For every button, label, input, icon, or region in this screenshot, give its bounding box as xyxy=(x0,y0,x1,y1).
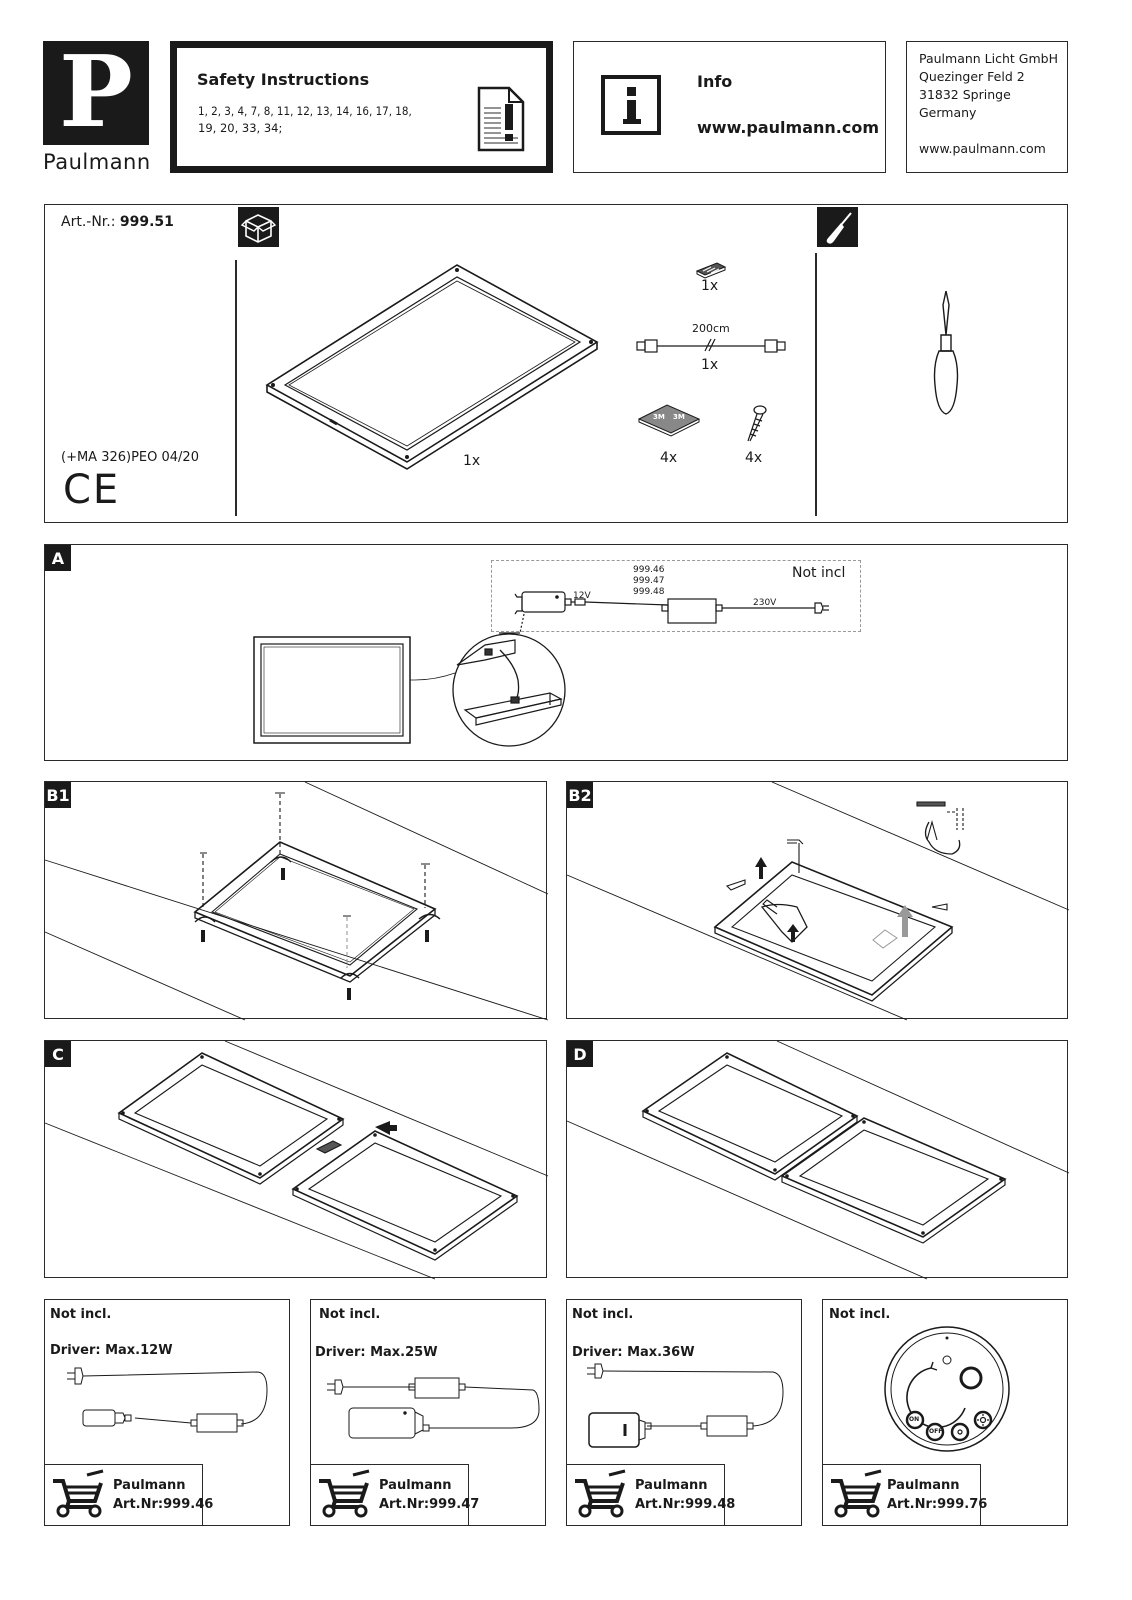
voltage-230v: 230V xyxy=(753,598,777,608)
accessory-brand: Paulmann xyxy=(887,1478,960,1493)
article-code: (+MA 326)PEO 04/20 xyxy=(61,450,199,465)
step-b2-panel: B2 xyxy=(566,781,1070,1021)
article-label: Art.-Nr.: xyxy=(61,214,120,230)
screwdriver-icon xyxy=(817,207,858,247)
step-d-panel: D xyxy=(566,1040,1070,1280)
accessory-art-nr: Art.Nr:999.46 xyxy=(113,1497,214,1512)
package-box-icon xyxy=(238,207,279,247)
shopping-cart-icon xyxy=(53,1469,104,1518)
connect-panels-diagram xyxy=(44,1040,549,1280)
remote-off-button: OFF xyxy=(929,1428,943,1435)
address-country: Germany xyxy=(919,105,977,120)
info-title: Info xyxy=(697,72,733,91)
connector-qty: 1x xyxy=(701,278,719,294)
driver-36w-diagram xyxy=(587,1363,784,1448)
driver-12w-diagram xyxy=(67,1367,268,1433)
accessory-driver-spec: Driver: Max.25W xyxy=(315,1345,438,1360)
package-contents-box: Art.-Nr.: 999.51 (+MA 326)PEO 04/20 CE xyxy=(44,204,1068,523)
cable-length: 200cm xyxy=(692,322,730,335)
step-d-label: D xyxy=(567,1041,593,1067)
shopping-cart-icon xyxy=(575,1469,626,1518)
warning-document-icon xyxy=(477,86,525,152)
step-a-panel: A Not incl 999.46 999.47 999.48 12V 230V xyxy=(44,544,1068,761)
accessory-not-incl: Not incl. xyxy=(572,1307,634,1322)
ce-mark: CE xyxy=(63,467,121,513)
accessory-driver-36w: Not incl. Driver: Max.36W Paulmann Art.N… xyxy=(566,1299,802,1526)
screw-mounting-diagram xyxy=(44,781,549,1021)
step-c-panel: C xyxy=(44,1040,549,1280)
model-999-47: 999.47 xyxy=(633,576,665,586)
panel-qty: 1x xyxy=(463,453,481,469)
remote-on-button: ON xyxy=(909,1416,920,1423)
accessory-driver-12w: Not incl. Driver: Max.12W Paulmann Art.N… xyxy=(44,1299,290,1526)
shopping-cart-icon xyxy=(319,1469,370,1518)
panels-connected-diagram xyxy=(566,1040,1070,1280)
accessory-remote: Not incl. ON OFF Paulmann Art.Nr:999.76 xyxy=(822,1299,1068,1526)
screw-qty: 4x xyxy=(745,450,763,466)
step-b2-label: B2 xyxy=(567,782,593,808)
address-city: 31832 Springe xyxy=(919,87,1011,102)
logo-letter: P xyxy=(59,35,133,150)
accessory-art-nr: Art.Nr:999.76 xyxy=(887,1497,988,1512)
address-web[interactable]: www.paulmann.com xyxy=(919,141,1046,156)
accessory-brand: Paulmann xyxy=(379,1478,452,1493)
wiring-diagram xyxy=(253,591,829,747)
shopping-cart-icon xyxy=(831,1469,882,1518)
safety-list-line1: 1, 2, 3, 4, 7, 8, 11, 12, 13, 14, 16, 17… xyxy=(198,104,412,118)
model-999-48: 999.48 xyxy=(633,587,665,597)
step-b1-label: B1 xyxy=(45,782,71,808)
accessory-art-nr: Art.Nr:999.48 xyxy=(635,1497,736,1512)
safety-list-line2: 19, 20, 33, 34; xyxy=(198,121,283,135)
info-url[interactable]: www.paulmann.com xyxy=(697,118,879,137)
accessory-driver-spec: Driver: Max.36W xyxy=(572,1345,695,1360)
address-street: Quezinger Feld 2 xyxy=(919,69,1025,84)
step-b1-panel: B1 xyxy=(44,781,549,1021)
accessory-shop-box: Paulmann Art.Nr:999.76 xyxy=(823,1464,987,1526)
accessory-shop-box: Paulmann Art.Nr:999.48 xyxy=(567,1464,735,1526)
pad-qty: 4x xyxy=(660,450,678,466)
cable-qty: 1x xyxy=(701,357,719,373)
not-included-driver-area xyxy=(491,560,861,632)
voltage-12v: 12V xyxy=(573,591,591,601)
address-box: Paulmann Licht GmbH Quezinger Feld 2 318… xyxy=(906,41,1068,173)
led-panel-illustration xyxy=(265,262,959,470)
brand-name: Paulmann xyxy=(43,150,151,174)
paulmann-logo: P xyxy=(43,35,149,150)
accessory-not-incl: Not incl. xyxy=(50,1307,112,1322)
accessory-shop-box: Paulmann Art.Nr:999.46 xyxy=(45,1464,213,1526)
pad-label-right: 3M xyxy=(673,413,685,421)
accessory-shop-box: Paulmann Art.Nr:999.47 xyxy=(311,1464,479,1526)
article-value: 999.51 xyxy=(119,214,174,230)
driver-25w-diagram xyxy=(327,1377,540,1439)
accessory-brand: Paulmann xyxy=(113,1478,186,1493)
safety-instructions-box: Safety Instructions 1, 2, 3, 4, 7, 8, 11… xyxy=(170,41,553,173)
accessory-driver-spec: Driver: Max.12W xyxy=(50,1343,173,1358)
safety-title: Safety Instructions xyxy=(197,70,370,89)
info-icon xyxy=(601,75,661,135)
adhesive-mounting-diagram xyxy=(566,781,1070,1021)
accessory-not-incl: Not incl. xyxy=(319,1307,381,1322)
article-number: Art.-Nr.: 999.51 xyxy=(61,214,174,230)
info-box: Info www.paulmann.com xyxy=(573,41,886,173)
step-a-label: A xyxy=(45,545,71,571)
accessory-art-nr: Art.Nr:999.47 xyxy=(379,1497,480,1512)
address-company: Paulmann Licht GmbH xyxy=(919,51,1058,66)
remote-control-illustration xyxy=(884,1326,1010,1452)
step-c-label: C xyxy=(45,1041,71,1067)
accessory-driver-25w: Not incl. Driver: Max.25W Paulmann Art.N… xyxy=(310,1299,546,1526)
model-999-46: 999.46 xyxy=(633,565,665,575)
accessory-not-incl: Not incl. xyxy=(829,1307,891,1322)
accessory-brand: Paulmann xyxy=(635,1478,708,1493)
not-included-label: Not incl xyxy=(792,565,846,581)
pad-label-left: 3M xyxy=(653,413,665,421)
